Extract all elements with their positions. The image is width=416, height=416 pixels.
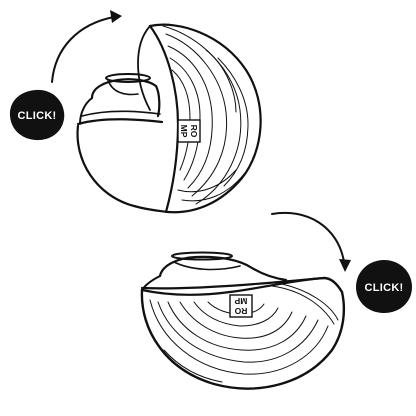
curved-arrow-right-icon	[51, 10, 122, 83]
device-body-top	[76, 73, 170, 214]
badge-blob	[9, 89, 65, 141]
bottom-step: CLICK!	[140, 211, 412, 390]
click-badge-bottom: CLICK!	[356, 260, 412, 313]
click-badge-top: CLICK!	[9, 89, 65, 141]
logo-text-row2: MP	[234, 296, 247, 306]
romp-logo-bottom: RO MP	[229, 294, 253, 318]
badge-label: CLICK!	[17, 110, 56, 122]
curved-arrow-down-icon	[271, 211, 351, 272]
cover-shell-top	[137, 23, 262, 214]
logo-text-row1: RO	[234, 306, 247, 316]
top-step: CLICK! RO MP	[9, 10, 262, 214]
romp-logo-top: RO MP	[177, 119, 201, 143]
device-body-bottom	[140, 251, 326, 291]
badge-label: CLICK!	[364, 282, 403, 294]
cover-shell-bottom	[140, 276, 346, 390]
badge-blob	[356, 260, 412, 313]
logo-text-row2: MP	[179, 125, 189, 138]
logo-text-row1: RO	[189, 125, 199, 138]
